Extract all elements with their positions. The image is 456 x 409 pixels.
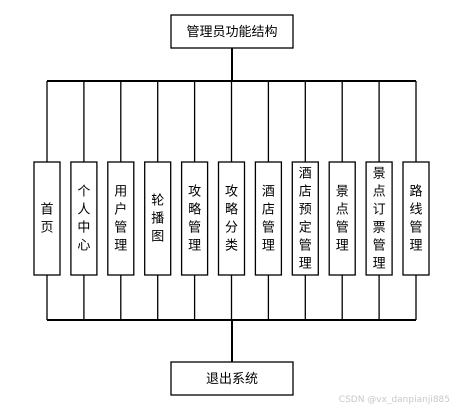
module-label: 景点管理 [336, 185, 349, 254]
module-label: 景点订票管理 [373, 167, 386, 272]
module-box [254, 161, 283, 276]
module-node: 用户管理 [107, 161, 135, 276]
module-node: 首页 [33, 161, 61, 276]
module-box [144, 161, 172, 276]
module-box [291, 161, 319, 276]
module-label: 路线管理 [409, 184, 422, 254]
module-node: 攻略分类 [217, 161, 246, 276]
module-node: 景点管理 [328, 161, 356, 276]
watermark: CSDN @vx_danpianji885 [338, 395, 450, 405]
module-node: 景点订票管理 [365, 161, 393, 276]
footer-label: 退出系统 [206, 372, 258, 387]
module-node: 轮播图 [144, 161, 172, 276]
module-box [328, 161, 356, 276]
module-label: 个人中心 [77, 185, 90, 254]
module-box [33, 161, 61, 276]
root-node: 管理员功能结构 [170, 14, 294, 49]
module-label: 用户管理 [114, 185, 127, 254]
connector-lines [46, 48, 417, 362]
module-label: 首页 [40, 203, 53, 236]
module-node: 个人中心 [70, 161, 98, 276]
module-label: 酒店管理 [262, 185, 275, 254]
module-box [217, 161, 246, 276]
module-label: 轮播图 [151, 194, 164, 245]
module-node: 路线管理 [402, 161, 430, 276]
module-node: 酒店管理 [254, 161, 283, 276]
module-node: 酒店预定管理 [291, 161, 319, 276]
module-box [180, 161, 209, 276]
module-box [365, 161, 393, 276]
footer-node: 退出系统 [170, 361, 294, 396]
module-label: 酒店预定管理 [299, 167, 312, 272]
module-label: 攻略分类 [225, 185, 238, 254]
module-list: 首页 个人中心 用户管理 轮播图 攻略管理 攻略分类 酒店管理 酒店预定管理 景点管理 景点订票管… [33, 161, 430, 276]
module-node: 攻略管理 [180, 161, 209, 276]
root-label: 管理员功能结构 [186, 25, 277, 40]
module-box [70, 161, 98, 276]
module-box [402, 161, 430, 276]
module-box [107, 161, 135, 276]
module-label: 攻略管理 [188, 185, 201, 254]
